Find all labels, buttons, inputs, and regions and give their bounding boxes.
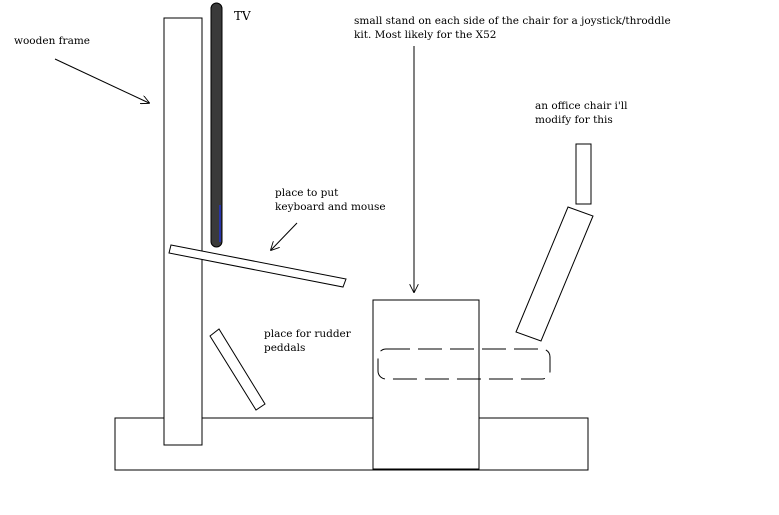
rudder-label-line1: place for rudder (264, 328, 352, 340)
rudder-label-line2: peddals (264, 342, 305, 354)
chair-seat-box (372, 299, 480, 470)
stand-label-line1: small stand on each side of the chair fo… (354, 15, 671, 27)
stand-label-line2: kit. Most likely for the X52 (354, 29, 497, 41)
keyboard-label-line2: keyboard and mouse (275, 201, 386, 213)
keyboard-arrow (271, 222, 298, 250)
wooden-frame-arrow (54, 58, 149, 103)
keyboard-shelf (168, 244, 347, 288)
tv-label: TV (234, 9, 251, 23)
wooden-frame-label: wooden frame (14, 35, 90, 47)
tv-screen (210, 2, 223, 248)
keyboard-label-line1: place to put (275, 187, 339, 199)
chair-label-line1: an office chair i'll (535, 100, 628, 112)
chair-headrest (575, 143, 592, 205)
chair-armrest (377, 348, 551, 380)
chair-backrest (515, 206, 594, 342)
wooden-frame-post (163, 17, 203, 446)
chair-label-line2: modify for this (535, 114, 613, 126)
rudder-pedal-board (209, 328, 266, 411)
